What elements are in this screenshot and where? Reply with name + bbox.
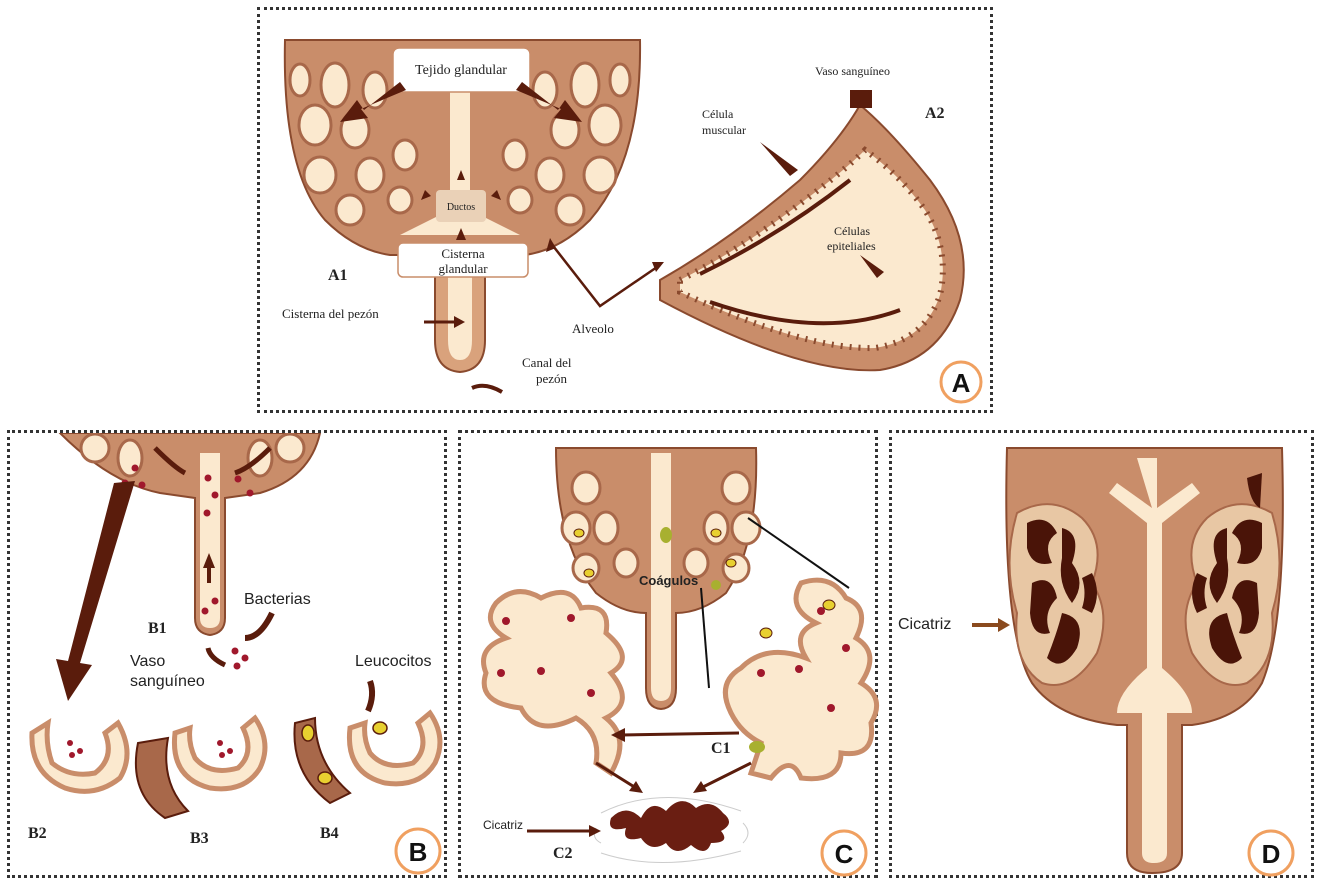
connector-upper <box>748 518 849 588</box>
bacterias-arrow <box>245 613 272 638</box>
panel-d-figure: Cicatriz D <box>892 433 1317 881</box>
panel-d: Cicatriz D <box>889 430 1314 878</box>
coagulos-label: Coágulos <box>639 573 698 588</box>
cicatriz-c-label: Cicatriz <box>483 818 523 832</box>
celulas-epi-line1: Células <box>834 224 870 238</box>
label-b4: B4 <box>320 825 339 842</box>
canal-line2: pezón <box>536 371 568 386</box>
teat-cistern <box>448 272 472 360</box>
label-c1: C1 <box>711 740 731 757</box>
label-b2: B2 <box>28 825 47 842</box>
lobule-right-clot <box>749 741 765 753</box>
cicatriz-c-arrow-head <box>589 825 601 837</box>
celula-muscular-arrow <box>760 142 798 176</box>
cisterna-glandular-line2: glandular <box>438 261 488 276</box>
panel-c: Coágulos C1 Cicatr <box>458 430 878 878</box>
badge-d-text: D <box>1262 839 1281 869</box>
b2-big-arrow <box>56 481 135 701</box>
lobule-right <box>725 580 876 779</box>
panel-a-figure: Tejido glandular Ductos Cisterna glandul… <box>260 10 996 416</box>
cisterna-pezon-label: Cisterna del pezón <box>282 306 379 321</box>
b2-bacteria <box>67 740 83 758</box>
b3-bacteria <box>217 740 233 758</box>
vessel-top <box>850 90 872 108</box>
bacterias-label: Bacterias <box>244 591 311 608</box>
arrow-to-scar-left-head <box>629 781 643 793</box>
arrow-c1-left <box>621 733 739 735</box>
scar-c2 <box>610 801 729 851</box>
cicatriz-d-label: Cicatriz <box>898 616 951 633</box>
celulas-epi-line2: epiteliales <box>827 239 876 253</box>
leucocitos-arrow <box>368 681 372 711</box>
b4-alveolus <box>349 713 440 784</box>
celula-muscular-line1: Célula <box>702 107 734 121</box>
badge-b-text: B <box>409 837 428 867</box>
celula-muscular-line2: muscular <box>702 123 746 137</box>
tejido-label: Tejido glandular <box>415 63 507 78</box>
label-a1: A1 <box>328 267 348 284</box>
label-b3: B3 <box>190 830 209 847</box>
canal-arrow <box>472 386 502 392</box>
label-c2: C2 <box>553 845 573 862</box>
cisterna-glandular-line1: Cisterna <box>441 246 485 261</box>
panel-b: Bacterias B1 Vaso sanguíneo Leucocitos B… <box>7 430 447 878</box>
cicatriz-d-arrow-head <box>998 618 1010 632</box>
label-b1: B1 <box>148 620 167 637</box>
panel-a: Tejido glandular Ductos Cisterna glandul… <box>257 7 993 413</box>
b1-up-arrow-shaft <box>207 568 211 583</box>
ductos-label: Ductos <box>447 202 475 213</box>
panel-c-figure: Coágulos C1 Cicatr <box>461 433 881 881</box>
badge-c-text: C <box>835 839 854 869</box>
label-a2: A2 <box>925 105 945 122</box>
panel-b-figure: Bacterias B1 Vaso sanguíneo Leucocitos B… <box>10 433 450 881</box>
b1-bacteria-arrow <box>208 648 225 665</box>
leucocitos-label: Leucocitos <box>355 653 432 670</box>
alveolo-label: Alveolo <box>572 321 614 336</box>
b2-alveolus <box>32 723 127 791</box>
vaso-b-line1: Vaso <box>130 653 165 670</box>
alveolo-connector <box>550 242 660 306</box>
canal-line1: Canal del <box>522 355 572 370</box>
arrow-to-scar-right <box>701 763 751 788</box>
vaso-label: Vaso sanguíneo <box>815 64 890 78</box>
vaso-b-line2: sanguíneo <box>130 673 205 690</box>
badge-a-text: A <box>952 368 971 398</box>
